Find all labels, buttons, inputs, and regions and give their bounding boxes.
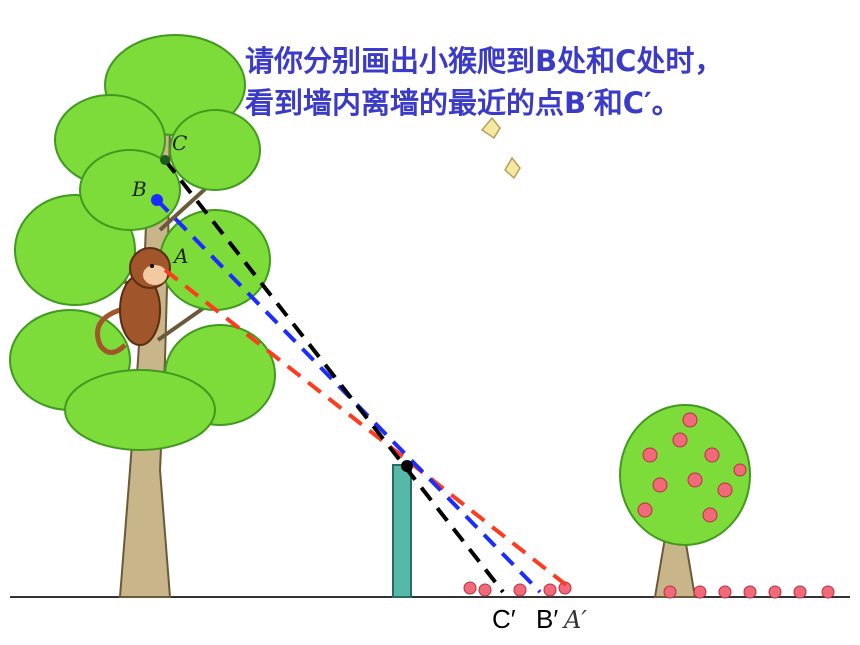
label-a-prime: A′ xyxy=(562,606,587,634)
label-c: C xyxy=(172,131,187,155)
prompt-line-1: 请你分别画出小猴爬到B处和C处时， xyxy=(245,44,724,78)
fruit-tree-icon xyxy=(463,404,835,599)
monkey-icon xyxy=(95,247,171,355)
wall-top-marker xyxy=(401,460,413,472)
wall-post-icon xyxy=(392,464,412,598)
label-a: A xyxy=(172,244,188,268)
prompt-line-2: 看到墙内离墙的最近的点B′和C′。 xyxy=(245,86,681,120)
point-b-marker xyxy=(151,194,163,206)
point-c-marker xyxy=(160,155,170,165)
sight-line-c xyxy=(163,158,505,594)
label-c-prime: C′ xyxy=(492,604,516,634)
question-prompt: 请你分别画出小猴爬到B处和C处时， 看到墙内离墙的最近的点B′和C′。 xyxy=(245,40,845,124)
label-b-prime: B′ xyxy=(536,604,558,634)
label-b: B xyxy=(131,177,147,201)
sight-line-a xyxy=(163,268,572,590)
bird-icon xyxy=(480,116,521,180)
